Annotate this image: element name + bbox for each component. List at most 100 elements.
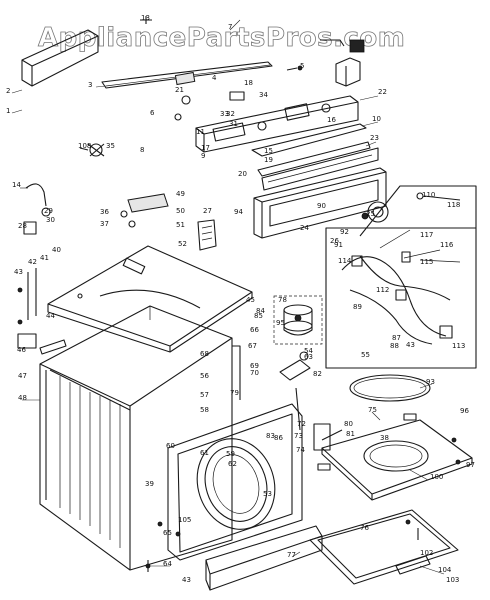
part-label-67: 67	[248, 342, 257, 350]
part-label-103: 103	[446, 576, 459, 584]
part-label-29: 29	[44, 207, 53, 215]
part-label-11: 11	[196, 128, 205, 136]
part-label-95: 95	[276, 319, 285, 327]
part-label-19: 19	[264, 156, 273, 164]
cabinet-top	[47, 245, 253, 353]
part-label-63: 63	[304, 353, 313, 361]
part-label-93: 93	[426, 378, 435, 386]
wiring-harness-box	[325, 185, 477, 369]
part-label-14: 14	[12, 181, 21, 189]
part-label-74: 74	[296, 446, 305, 454]
part-label-115: 115	[420, 258, 433, 266]
part-label-20: 20	[238, 170, 247, 178]
part-label-110: 110	[422, 191, 435, 199]
top-panel	[317, 413, 473, 501]
toe-panel	[205, 525, 323, 591]
part-label-57: 57	[200, 391, 209, 399]
part-label-10: 10	[372, 115, 381, 123]
leader-lines	[11, 19, 445, 575]
part-label-117: 117	[420, 231, 433, 239]
control-panel	[195, 95, 359, 153]
part-label-31: 31	[229, 120, 238, 128]
part-label-37: 37	[100, 220, 109, 228]
part-label-87: 87	[392, 334, 401, 342]
part-label-2: 2	[6, 87, 10, 95]
part-label-78: 78	[278, 296, 287, 304]
part-label-47: 47	[18, 372, 27, 380]
part-label-81: 81	[346, 430, 355, 438]
part-label-88: 88	[390, 342, 399, 350]
part-label-77: 77	[287, 551, 296, 559]
part-label-61: 61	[200, 449, 209, 457]
lid-switch-cover	[120, 193, 217, 251]
part-label-9: 9	[201, 152, 205, 160]
watermark-text: AppliancePartsPros.com	[38, 23, 405, 53]
part-label-85: 85	[254, 312, 263, 320]
part-label-113: 113	[452, 342, 465, 350]
part-label-1: 1	[6, 107, 10, 115]
part-label-66: 66	[250, 326, 259, 334]
part-label-24: 24	[300, 224, 309, 232]
part-label-90: 90	[317, 202, 326, 210]
main-cabinet	[39, 305, 233, 571]
left-hose-hinge	[23, 183, 51, 235]
part-label-5: 5	[300, 62, 304, 70]
part-label-27: 27	[203, 207, 212, 215]
part-label-52: 52	[178, 240, 187, 248]
seal-ring	[349, 374, 431, 402]
base-panel	[309, 509, 459, 585]
center-rods	[232, 345, 343, 451]
control-panel-back	[251, 123, 379, 191]
part-label-89: 89	[353, 303, 362, 311]
part-label-45: 45	[246, 296, 255, 304]
part-label-60: 60	[166, 442, 175, 450]
part-label-4: 4	[212, 74, 217, 82]
part-label-64: 64	[163, 560, 172, 568]
part-label-38: 38	[380, 434, 389, 442]
part-label-43: 43	[14, 268, 23, 276]
part-label-82: 82	[313, 370, 322, 378]
part-label-84: 84	[256, 307, 265, 315]
part-label-104: 104	[438, 566, 452, 574]
part-label-73: 73	[294, 432, 303, 440]
part-label-69: 69	[250, 362, 259, 370]
part-label-44: 44	[46, 312, 55, 320]
part-label-7: 7	[228, 23, 232, 31]
part-label-54: 54	[304, 347, 313, 355]
part-label-114: 114	[338, 257, 352, 265]
part-label-96: 96	[460, 407, 469, 415]
front-panel	[167, 403, 303, 561]
timer-knob	[361, 201, 389, 223]
part-label-13: 13	[141, 14, 150, 22]
part-label-42: 42	[28, 258, 37, 266]
part-label-8: 8	[140, 146, 144, 154]
part-label-32: 32	[226, 110, 235, 118]
part-label-18: 18	[244, 79, 253, 87]
left-bracket-parts	[17, 268, 67, 355]
part-label-62: 62	[228, 460, 237, 468]
part-label-59: 59	[226, 450, 235, 458]
part-label-65: 65	[163, 529, 172, 537]
part-label-3: 3	[88, 81, 92, 89]
part-label-25: 25	[366, 210, 375, 218]
part-label-108: 108	[78, 142, 91, 150]
part-label-34: 34	[259, 91, 268, 99]
part-label-56: 56	[200, 372, 209, 380]
part-label-68: 68	[200, 350, 209, 358]
part-label-75: 75	[368, 406, 377, 414]
part-label-16: 16	[327, 116, 336, 124]
console-end-cap	[21, 29, 99, 87]
part-label-15: 15	[264, 147, 273, 155]
part-label-53: 53	[263, 490, 272, 498]
part-label-17: 17	[201, 144, 210, 152]
part-label-97: 97	[466, 461, 475, 469]
screws	[145, 521, 181, 572]
part-label-43: 43	[182, 576, 191, 584]
part-label-33: 33	[220, 110, 229, 118]
part-label-83: 83	[266, 432, 275, 440]
part-label-48: 48	[18, 394, 27, 402]
part-label-86: 86	[274, 434, 283, 442]
part-label-55: 55	[361, 351, 370, 359]
